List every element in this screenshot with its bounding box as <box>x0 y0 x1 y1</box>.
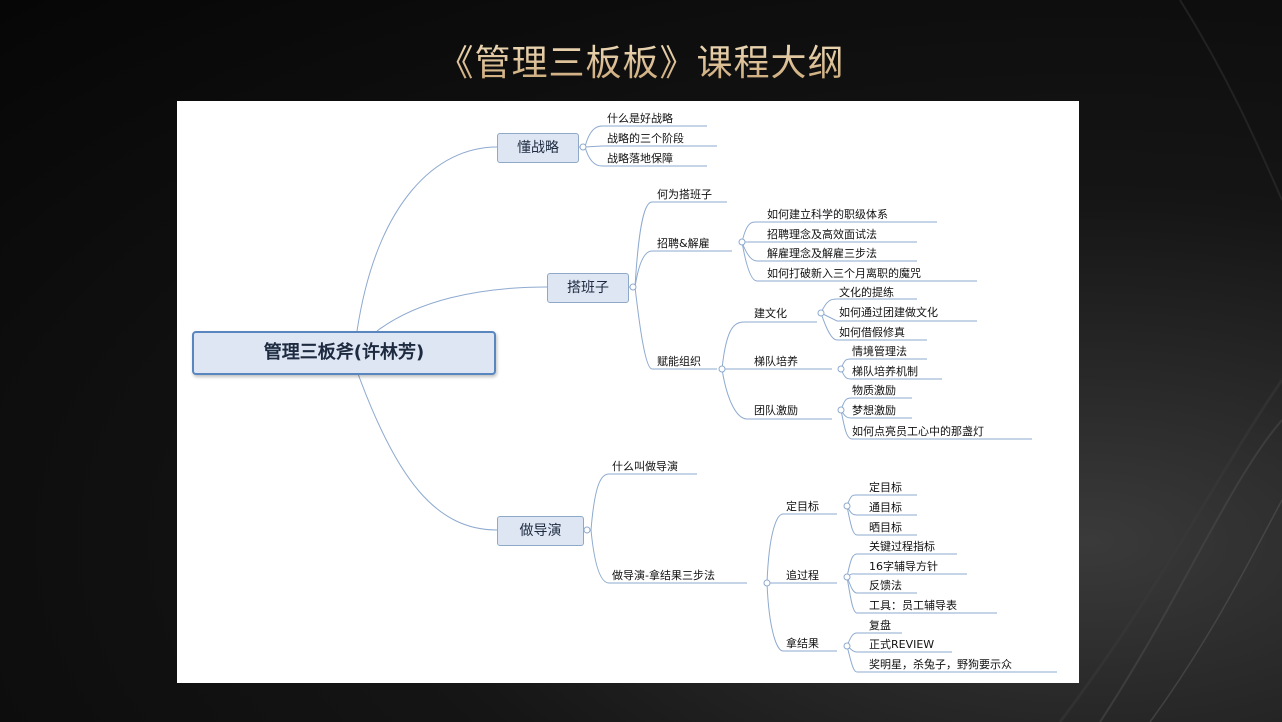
leaf-node: 工具：员工辅导表 <box>869 599 957 612</box>
leaf-node: 定目标 <box>869 481 902 494</box>
leaf-node: 招聘理念及高效面试法 <box>767 228 877 241</box>
leaf-node: 情境管理法 <box>852 345 907 358</box>
mindmap-connectors <box>356 125 1057 673</box>
leaf-node: 关键过程指标 <box>869 540 935 553</box>
leaf-node: 如何通过团建做文化 <box>839 306 938 319</box>
leaf-node: 如何建立科学的职级体系 <box>767 208 888 221</box>
leaf-node: 通目标 <box>869 501 902 514</box>
leaf-node: 奖明星，杀兔子，野狗要示众 <box>869 658 1012 671</box>
sub-node: 什么叫做导演 <box>612 460 678 473</box>
leaf-node: 梦想激励 <box>852 404 896 417</box>
group-node: 团队激励 <box>754 404 798 417</box>
leaf-node: 正式REVIEW <box>869 638 935 651</box>
leaf-node: 解雇理念及解雇三步法 <box>767 247 877 260</box>
branch-team: 搭班子 <box>547 273 629 303</box>
leaf-node: 物质激励 <box>852 384 896 397</box>
leaf-node: 反馈法 <box>869 579 902 592</box>
leaf-node: 如何借假修真 <box>839 326 905 339</box>
leaf-node: 晒目标 <box>869 521 902 534</box>
sub-node: 做导演-拿结果三步法 <box>612 569 715 582</box>
leaf-node: 文化的提练 <box>839 286 894 299</box>
group-node: 拿结果 <box>786 637 819 650</box>
leaf-node: 如何点亮员工心中的那盏灯 <box>852 425 984 438</box>
branch-director: 做导演 <box>497 516 584 546</box>
mindmap-panel: 管理三板斧(许林芳) 懂战略 什么是好战略 战略的三个阶段 战略落地保障 搭班子… <box>177 101 1079 683</box>
root-node: 管理三板斧(许林芳) <box>192 331 496 375</box>
group-node: 建文化 <box>754 307 787 320</box>
sub-node: 何为搭班子 <box>657 188 712 201</box>
leaf-node: 战略的三个阶段 <box>607 132 684 145</box>
leaf-node: 16字辅导方针 <box>869 560 938 573</box>
slide-title: 《管理三板板》课程大纲 <box>0 34 1282 86</box>
leaf-node: 什么是好战略 <box>607 112 673 125</box>
branch-strategy: 懂战略 <box>497 133 579 163</box>
leaf-node: 复盘 <box>869 619 891 632</box>
sub-node: 赋能组织 <box>657 355 701 368</box>
group-node: 梯队培养 <box>754 355 798 368</box>
sub-node: 招聘&解雇 <box>657 237 710 250</box>
leaf-node: 如何打破新入三个月离职的魔咒 <box>767 267 921 280</box>
leaf-node: 战略落地保障 <box>607 152 673 165</box>
leaf-node: 梯队培养机制 <box>852 365 918 378</box>
group-node: 追过程 <box>786 569 819 582</box>
group-node: 定目标 <box>786 500 819 513</box>
